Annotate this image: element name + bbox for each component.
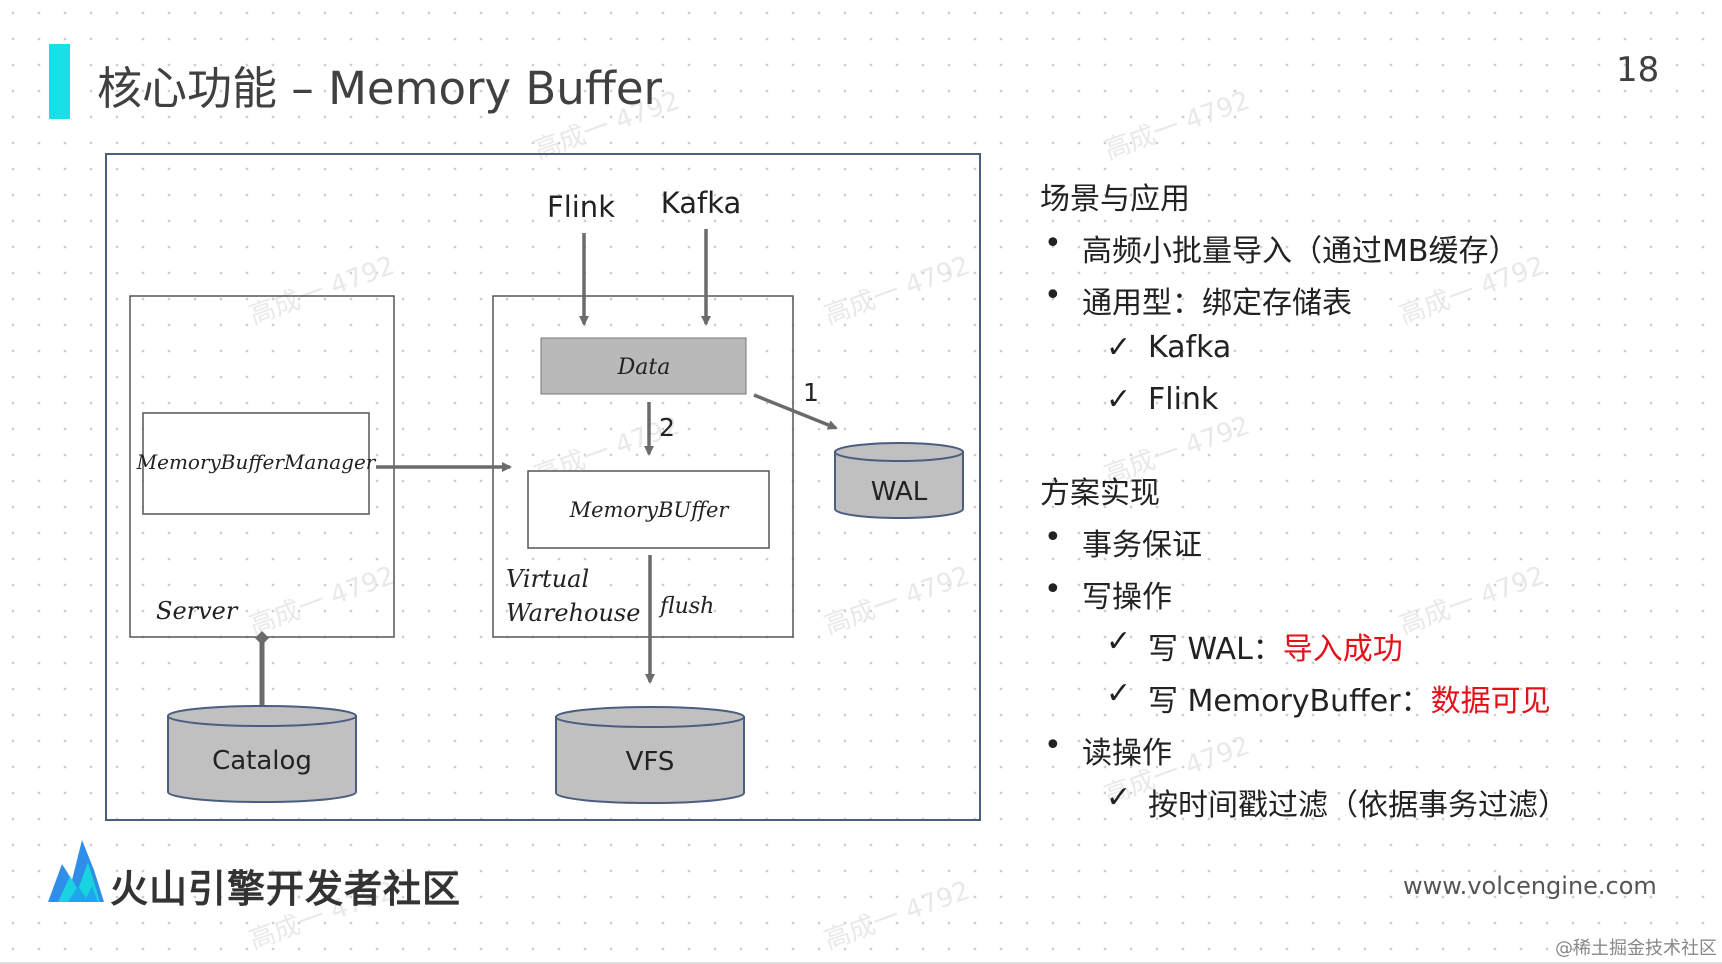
server-link-diamond — [255, 631, 269, 645]
memory-buffer-manager-label: MemoryBufferManager — [136, 450, 377, 474]
watermark: 高成一 4792 — [820, 875, 974, 957]
write-item-text: 写 MemoryBuffer：数据可见 — [1148, 676, 1551, 720]
impl-heading: 方案实现 — [1040, 476, 1160, 511]
warehouse-label-line1: Virtual — [506, 565, 589, 593]
volcengine-logo-icon — [48, 840, 104, 902]
brand-name: 火山引擎开发者社区 — [110, 867, 462, 911]
write-item-highlight: 导入成功 — [1282, 632, 1403, 667]
wal-label: WAL — [871, 477, 928, 507]
impl-item-text: 读操作 — [1082, 736, 1172, 771]
bullet-glyph: • — [1044, 520, 1062, 555]
write-item-highlight: 数据可见 — [1430, 684, 1551, 719]
flush-label: flush — [658, 594, 714, 619]
vfs-label: VFS — [626, 747, 675, 777]
memory-buffer-box — [527, 470, 770, 549]
catalog-label: Catalog — [212, 746, 312, 776]
memory-buffer-label: MemoryBUffer — [569, 498, 731, 522]
warehouse-label-line2: Warehouse — [506, 599, 640, 627]
server-label: Server — [156, 597, 239, 625]
corner-credit: @稀土掘金技术社区 — [1555, 938, 1717, 959]
diagram-frame — [105, 153, 981, 821]
website-url: www.volcengine.com — [1403, 872, 1657, 900]
flink-source-label: Flink — [547, 190, 615, 224]
scenario-item-text: 通用型：绑定存储表 — [1082, 286, 1352, 321]
memory-buffer-manager-box — [142, 412, 370, 515]
page-number: 18 — [1616, 50, 1660, 90]
architecture-diagram: MemoryBufferManager Server Data MemoryBU… — [105, 153, 981, 821]
write-item-prefix: 写 WAL： — [1148, 632, 1283, 667]
step-1-label: 1 — [803, 378, 819, 407]
watermark: 高成一 4792 — [1395, 560, 1549, 642]
slide-title: 核心功能 – Memory Buffer — [97, 62, 663, 115]
watermark: 高成一 4792 — [1100, 85, 1254, 167]
scenario-sub-item-text: Flink — [1148, 382, 1219, 417]
impl-item-text: 写操作 — [1082, 580, 1172, 615]
scenario-sub-item-text: Kafka — [1148, 330, 1232, 365]
impl-item-text: 事务保证 — [1082, 528, 1202, 563]
title-accent-bar — [49, 44, 70, 119]
check-icon: ✓ — [1106, 382, 1132, 417]
check-icon: ✓ — [1106, 676, 1132, 711]
write-item-prefix: 写 MemoryBuffer： — [1148, 684, 1431, 719]
check-icon: ✓ — [1106, 330, 1132, 365]
kafka-source-label: Kafka — [661, 186, 742, 220]
check-icon: ✓ — [1106, 780, 1132, 815]
read-item-text: 按时间戳过滤（依据事务过滤） — [1148, 788, 1568, 823]
data-to-wal-arrow — [753, 393, 838, 430]
write-item-text: 写 WAL：导入成功 — [1148, 624, 1403, 668]
bottom-divider — [0, 962, 1722, 964]
step-2-label: 2 — [659, 413, 675, 442]
scenario-item-text: 高频小批量导入（通过MB缓存） — [1082, 234, 1519, 269]
bullet-glyph: • — [1044, 226, 1062, 261]
catalog-cylinder — [167, 705, 357, 803]
data-label: Data — [617, 355, 671, 380]
check-icon: ✓ — [1106, 624, 1132, 659]
bullet-glyph: • — [1044, 278, 1062, 313]
wal-cylinder — [834, 442, 964, 519]
bullet-glyph: • — [1044, 728, 1062, 763]
vfs-cylinder — [555, 706, 745, 804]
bullet-glyph: • — [1044, 572, 1062, 607]
scenario-heading: 场景与应用 — [1040, 182, 1190, 217]
data-block — [540, 337, 747, 395]
